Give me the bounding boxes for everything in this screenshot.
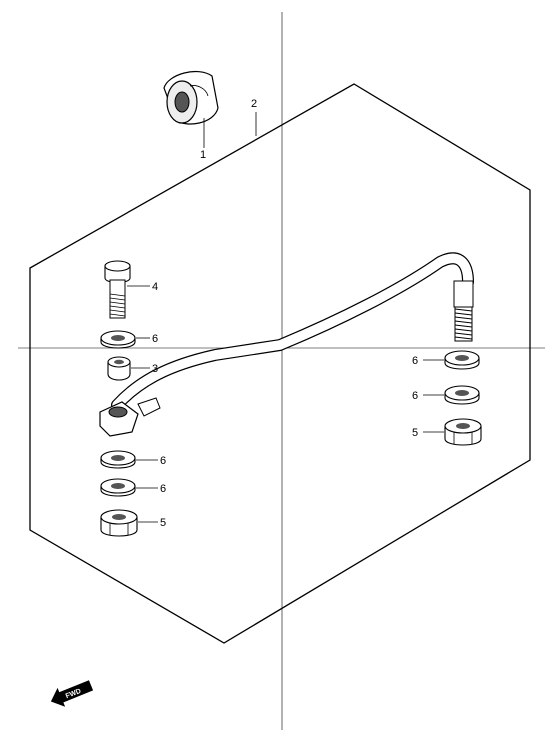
callout-6-left-mid: 6 xyxy=(160,455,166,467)
washer-part-right-mid[interactable] xyxy=(444,385,480,405)
callout-4: 4 xyxy=(152,281,158,293)
fwd-arrow-icon: FWD xyxy=(50,680,94,707)
callout-3: 3 xyxy=(152,363,158,375)
collar-part[interactable] xyxy=(107,356,131,381)
nut-part-left[interactable] xyxy=(100,509,138,537)
nut-part-right[interactable] xyxy=(444,418,482,446)
rod-thread xyxy=(454,308,473,340)
callout-5-right: 5 xyxy=(412,427,418,439)
kit-outline xyxy=(29,83,531,644)
leader-lines xyxy=(127,112,444,523)
bushing-part[interactable] xyxy=(163,71,219,125)
steering-rod-part[interactable] xyxy=(99,252,474,437)
callout-1: 1 xyxy=(200,149,206,161)
callout-6-right-mid: 6 xyxy=(412,390,418,402)
washer-part-left-mid[interactable] xyxy=(100,450,136,469)
washer-part-left-top[interactable] xyxy=(100,330,136,349)
callout-6-left-top: 6 xyxy=(152,333,158,345)
washer-part-right-top[interactable] xyxy=(444,350,480,370)
callout-5-left: 5 xyxy=(160,517,166,529)
callout-6-right-top: 6 xyxy=(412,355,418,367)
bolt-part[interactable] xyxy=(104,260,131,319)
washer-part-left-low[interactable] xyxy=(100,478,136,497)
callout-2: 2 xyxy=(251,98,257,110)
callout-6-left-low: 6 xyxy=(160,483,166,495)
